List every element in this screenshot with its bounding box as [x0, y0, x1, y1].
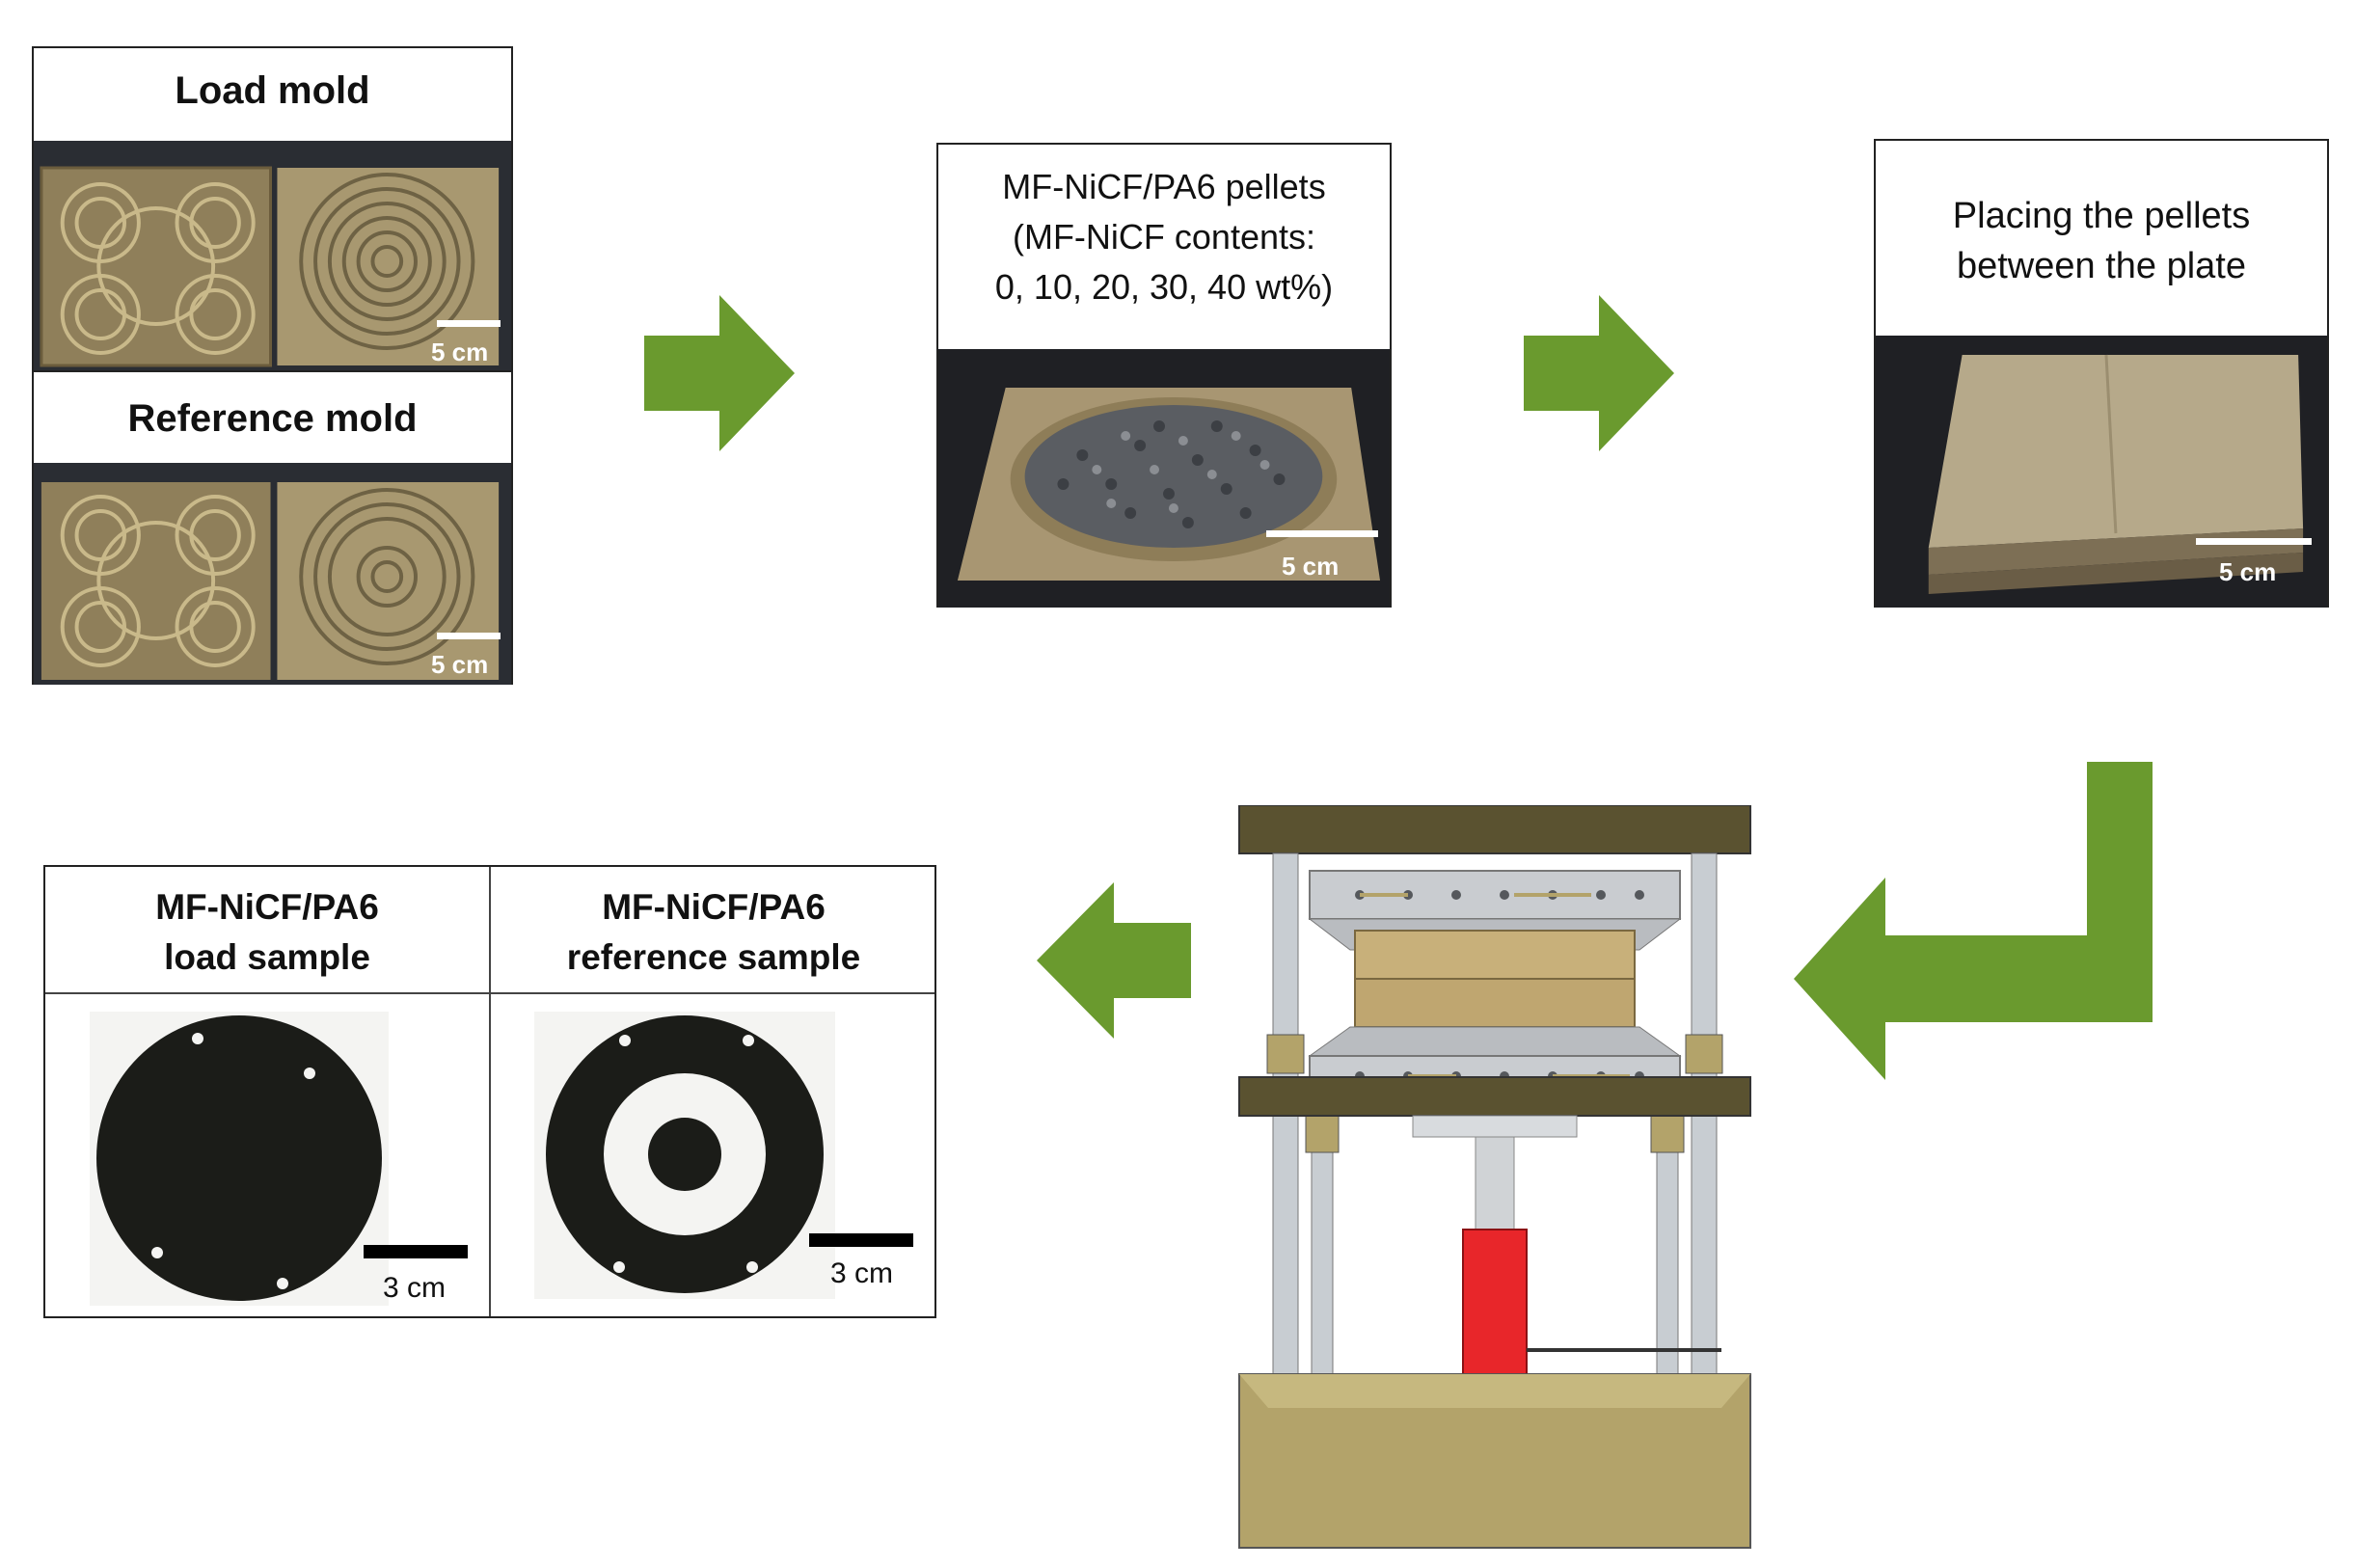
reference-sample-scale-label: 3 cm [830, 1257, 894, 1289]
placing-panel: Placing the pellets between the plate 5 … [1874, 139, 2329, 608]
reference-mold-title: Reference mold [127, 397, 418, 440]
reference-sample-title-line-1: MF-NiCF/PA6 [602, 887, 826, 927]
reference-sample-scale-bar [809, 1233, 913, 1247]
load-sample-title-line-1: MF-NiCF/PA6 [155, 887, 379, 927]
placing-scale-label: 5 cm [2219, 557, 2277, 586]
reference-mold-photo: 5 cm [34, 463, 511, 685]
right-arrow-icon [1524, 295, 1674, 451]
load-mold-title: Load mold [175, 69, 370, 112]
reference-sample-cell: MF-NiCF/PA6 reference sample 3 cm [491, 867, 936, 1316]
samples-panel: MF-NiCF/PA6 load sample 3 cm MF-NiCF/PA6… [43, 865, 936, 1318]
load-mold-photo: 5 cm [34, 141, 511, 370]
down-left-return-arrow-icon [1794, 762, 2153, 1080]
pellets-title-line-3: 0, 10, 20, 30, 40 wt%) [994, 267, 1334, 307]
load-mold-scale-bar [437, 320, 501, 327]
reference-mold-image [34, 463, 511, 685]
pellets-scale-label: 5 cm [1282, 552, 1340, 581]
pellets-title-line-1: MF-NiCF/PA6 pellets [1002, 167, 1326, 206]
hot-press-icon [1238, 805, 1751, 1549]
placing-title-line-1: Placing the pellets [1952, 196, 2251, 236]
load-sample-scale-bar [364, 1245, 468, 1258]
pellets-photo: 5 cm [938, 349, 1390, 608]
placing-scale-bar [2196, 538, 2312, 545]
load-sample-title: MF-NiCF/PA6 load sample [45, 882, 489, 983]
mold-divider [34, 370, 511, 372]
reference-sample-image [534, 1012, 835, 1299]
placing-photo: 5 cm [1876, 336, 2327, 608]
reference-sample-title-line-2: reference sample [566, 937, 861, 977]
pellets-scale-bar [1266, 530, 1378, 537]
samples-column-divider [489, 867, 491, 1316]
right-arrow-icon [644, 295, 795, 451]
placing-title: Placing the pellets between the plate [1876, 191, 2327, 291]
left-arrow-icon [1037, 882, 1191, 1039]
pellets-title-line-2: (MF-NiCF contents: [1012, 217, 1316, 257]
load-sample-scale-label: 3 cm [383, 1272, 447, 1304]
placing-image [1876, 336, 2327, 608]
load-sample-cell: MF-NiCF/PA6 load sample 3 cm [45, 867, 489, 1316]
reference-sample-title: MF-NiCF/PA6 reference sample [491, 882, 936, 983]
pellets-title: MF-NiCF/PA6 pellets (MF-NiCF contents: 0… [938, 162, 1390, 312]
placing-title-line-2: between the plate [1956, 246, 2246, 286]
load-mold-image [34, 141, 511, 370]
reference-mold-scale-label: 5 cm [431, 650, 489, 679]
pellets-panel: MF-NiCF/PA6 pellets (MF-NiCF contents: 0… [936, 143, 1392, 608]
mold-panel: Load mold 5 cm Reference mold [32, 46, 513, 685]
load-mold-scale-label: 5 cm [431, 338, 489, 366]
load-sample-title-line-2: load sample [164, 937, 370, 977]
reference-mold-scale-bar [437, 633, 501, 639]
load-sample-image [90, 1012, 389, 1306]
